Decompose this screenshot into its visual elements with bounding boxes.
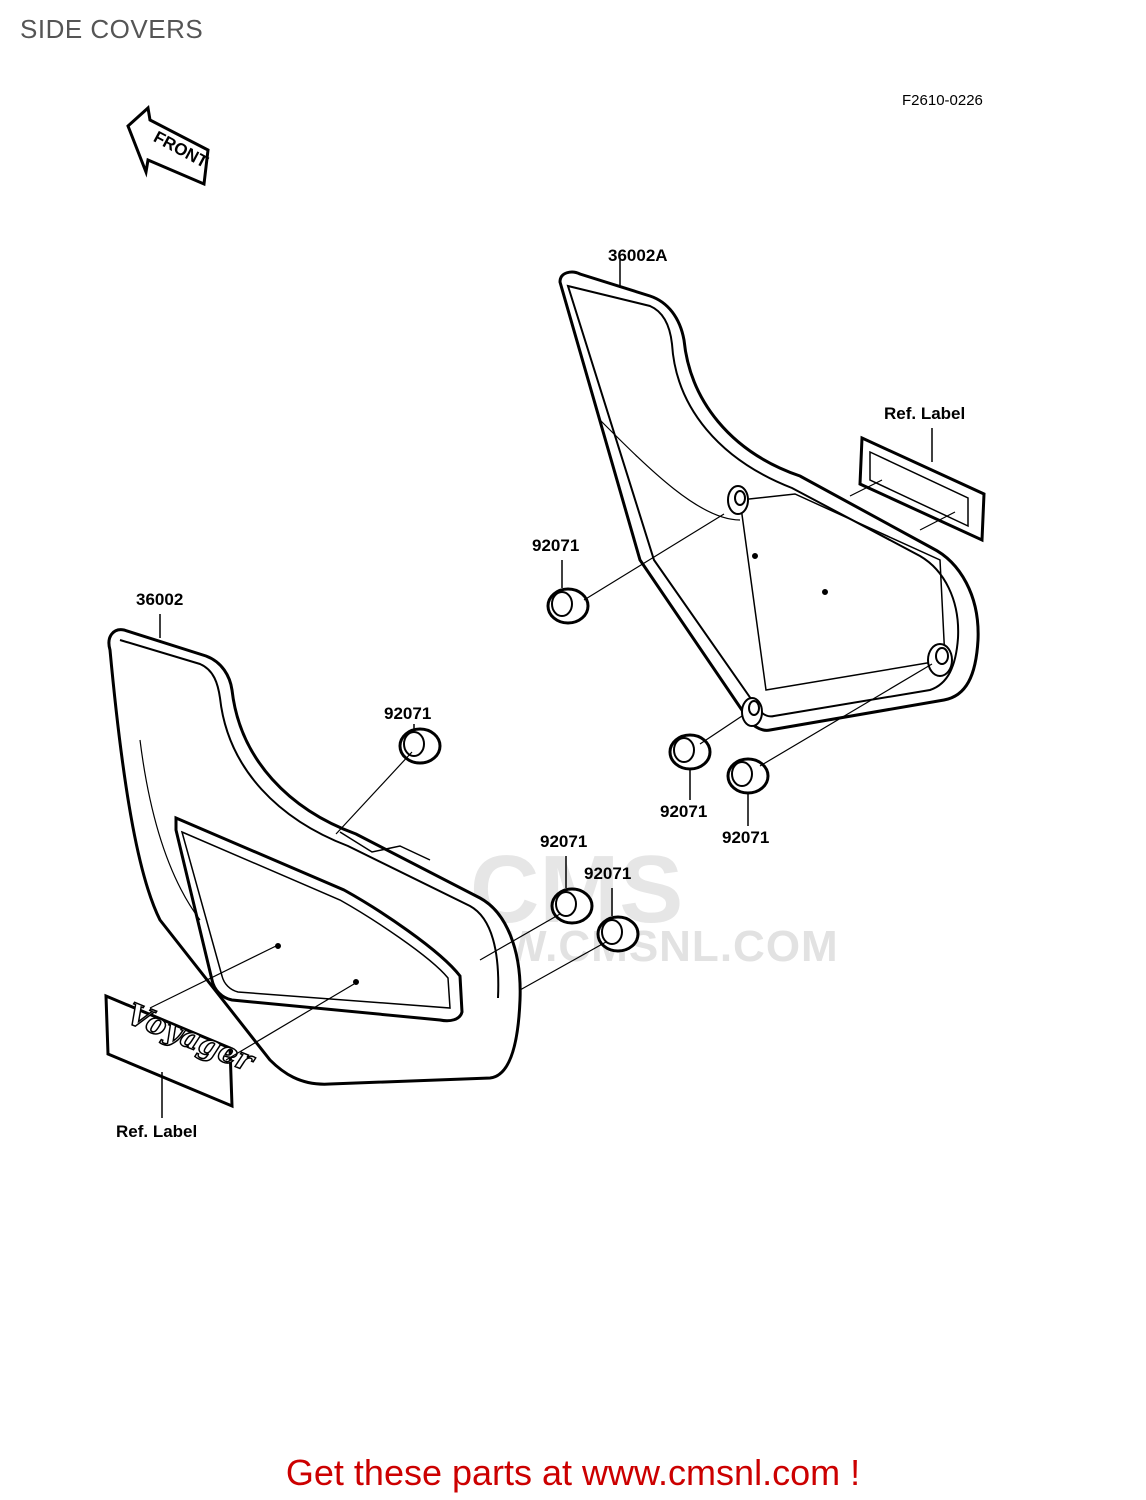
label-grommet-3: 92071 <box>660 802 708 821</box>
label-grommet-5: 92071 <box>540 832 588 851</box>
grommet-5 <box>479 856 594 961</box>
side-cover-left <box>107 614 522 1086</box>
label-cover-right: 36002A <box>608 246 668 265</box>
ref-label-plate-right <box>849 428 986 543</box>
grommet-1 <box>546 513 725 625</box>
grommet-4 <box>726 663 933 826</box>
footer-link[interactable]: Get these parts at www.cmsnl.com ! <box>285 1452 861 1493</box>
label-ref-label-left: Ref. Label <box>116 1122 198 1141</box>
label-grommet-4: 92071 <box>722 828 770 847</box>
grommet-6 <box>519 888 640 991</box>
label-cover-left: 36002 <box>136 590 184 609</box>
grommet-3 <box>668 715 743 800</box>
side-cover-right <box>558 260 980 732</box>
label-grommet-6: 92071 <box>584 864 632 883</box>
label-grommet-2: 92071 <box>384 704 432 723</box>
front-arrow-icon: FRONT <box>126 105 212 187</box>
diagram-code: F2610-0226 <box>902 92 983 109</box>
grommet-2 <box>335 724 442 835</box>
footer-cta[interactable]: Get these parts at www.cmsnl.com ! <box>0 1452 1146 1494</box>
label-grommet-1: 92071 <box>532 536 580 555</box>
page-title: SIDE COVERS <box>20 14 204 44</box>
label-ref-label-right: Ref. Label <box>884 404 966 423</box>
